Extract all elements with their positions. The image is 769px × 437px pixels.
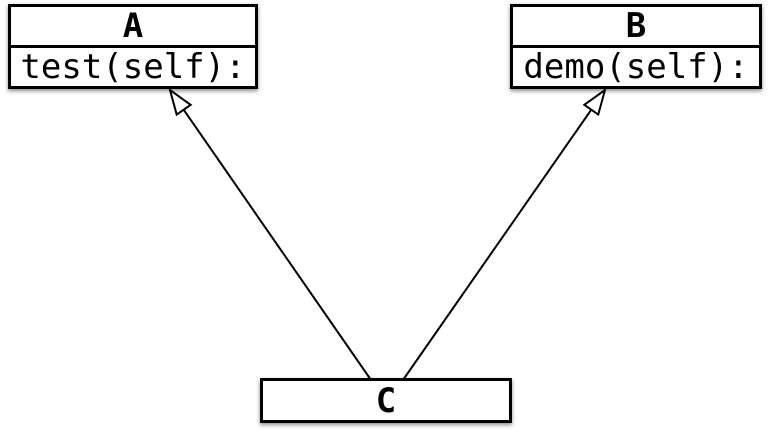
class-b-method: demo(self): — [523, 47, 749, 87]
inheritance-arrow-c-to-a — [168, 87, 372, 381]
class-box-a: A test(self): — [8, 4, 258, 89]
class-a-method: test(self): — [20, 47, 246, 87]
class-box-c: C — [260, 378, 512, 423]
class-a-name: A — [11, 7, 255, 48]
class-b-name: B — [513, 7, 759, 48]
inheritance-arrow-c-to-b — [402, 87, 607, 381]
class-c-name: C — [375, 380, 397, 421]
class-box-b: B demo(self): — [510, 4, 762, 89]
